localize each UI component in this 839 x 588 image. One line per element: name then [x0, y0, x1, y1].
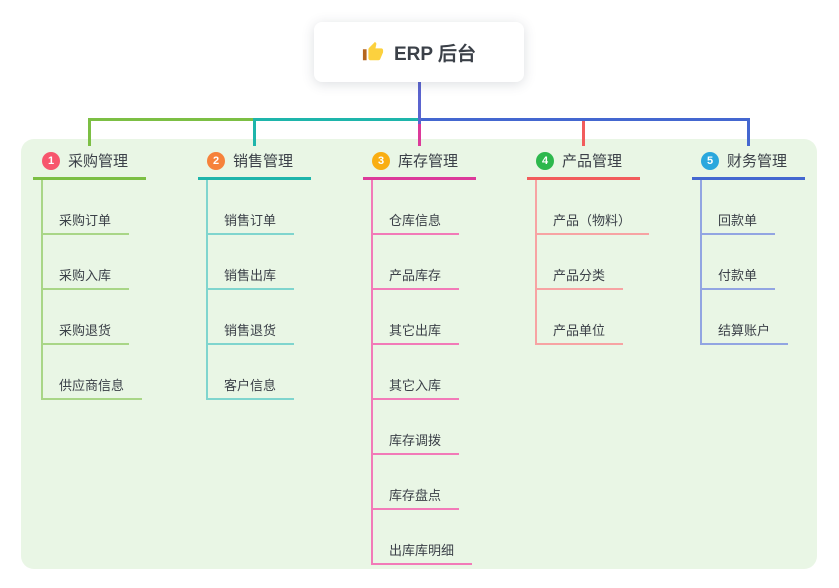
child-row: 销售退货 — [208, 290, 311, 345]
child-row: 供应商信息 — [43, 345, 146, 400]
branch-5-node[interactable]: 5 财务管理 — [692, 148, 805, 180]
child-row: 产品（物料） — [537, 180, 650, 235]
child-node-4-2[interactable]: 产品分类 — [537, 265, 624, 290]
child-row: 销售订单 — [208, 180, 311, 235]
child-row: 其它出库 — [373, 290, 476, 345]
child-row: 库存调拨 — [373, 400, 476, 455]
branch-label: 财务管理 — [727, 153, 788, 170]
branch-2-node[interactable]: 2 销售管理 — [198, 148, 311, 180]
child-row: 客户信息 — [208, 345, 311, 400]
branch-label: 库存管理 — [398, 153, 459, 170]
child-row: 回款单 — [702, 180, 805, 235]
branch-3-node[interactable]: 3 库存管理 — [363, 148, 476, 180]
connector-drop-branch-1 — [88, 118, 91, 146]
branch-label: 销售管理 — [233, 153, 294, 170]
branch-5: 5 财务管理回款单付款单结算账户 — [692, 148, 805, 345]
branch-1: 1 采购管理采购订单采购入库采购退货供应商信息 — [33, 148, 146, 400]
child-node-1-4[interactable]: 供应商信息 — [43, 375, 143, 400]
child-node-5-1[interactable]: 回款单 — [702, 210, 776, 235]
child-row: 仓库信息 — [373, 180, 476, 235]
child-node-2-4[interactable]: 客户信息 — [208, 375, 295, 400]
child-row: 产品单位 — [537, 290, 649, 345]
child-node-3-6[interactable]: 库存盘点 — [373, 485, 460, 510]
child-node-3-1[interactable]: 仓库信息 — [373, 210, 460, 235]
priority-badge: 1 — [42, 151, 60, 170]
branch-4: 4 产品管理产品（物料） 产品分类产品单位 — [527, 148, 650, 345]
branch-3: 3 库存管理仓库信息产品库存其它出库其它入库库存调拨库存盘点出库库明细 — [363, 148, 476, 565]
branch-label: 产品管理 — [562, 153, 623, 170]
child-node-3-7[interactable]: 出库库明细 — [373, 540, 473, 565]
root-node[interactable]: ERP 后台 — [314, 22, 524, 82]
connector-drop-branch-4 — [582, 118, 585, 146]
connector-drop-branch-2 — [253, 118, 256, 146]
child-row: 付款单 — [702, 235, 805, 290]
child-node-2-3[interactable]: 销售退货 — [208, 320, 295, 345]
child-node-5-3[interactable]: 结算账户 — [702, 320, 789, 345]
branch-4-node[interactable]: 4 产品管理 — [527, 148, 640, 180]
child-row: 结算账户 — [702, 290, 805, 345]
child-row: 销售出库 — [208, 235, 311, 290]
child-node-4-3[interactable]: 产品单位 — [537, 320, 624, 345]
child-node-4-1[interactable]: 产品（物料） — [537, 210, 650, 235]
child-row: 采购入库 — [43, 235, 146, 290]
child-node-1-1[interactable]: 采购订单 — [43, 210, 130, 235]
priority-badge: 2 — [207, 151, 225, 170]
connector-rail-mid-teal — [253, 118, 421, 121]
branch-1-node[interactable]: 1 采购管理 — [33, 148, 146, 180]
connector-drop-branch-5 — [747, 118, 750, 146]
child-row: 其它入库 — [373, 345, 476, 400]
child-row: 库存盘点 — [373, 455, 476, 510]
child-node-2-2[interactable]: 销售出库 — [208, 265, 295, 290]
branch-1-children: 采购订单采购入库采购退货供应商信息 — [41, 180, 146, 400]
connector-drop-branch-3 — [418, 118, 421, 146]
priority-badge: 3 — [372, 151, 390, 170]
branch-4-children: 产品（物料） 产品分类产品单位 — [535, 180, 650, 345]
connector-rail-left-green — [88, 118, 256, 121]
child-row: 出库库明细 — [373, 510, 476, 565]
root-node-label: ERP 后台 — [393, 43, 476, 65]
child-node-1-2[interactable]: 采购入库 — [43, 265, 130, 290]
child-row: 产品库存 — [373, 235, 476, 290]
branch-3-children: 仓库信息产品库存其它出库其它入库库存调拨库存盘点出库库明细 — [371, 180, 476, 565]
child-node-3-5[interactable]: 库存调拨 — [373, 430, 460, 455]
branch-5-children: 回款单付款单结算账户 — [700, 180, 805, 345]
connector-root-line — [418, 82, 421, 124]
priority-badge: 4 — [536, 151, 554, 170]
child-row: 采购订单 — [43, 180, 146, 235]
child-row: 产品分类 — [537, 235, 649, 290]
child-node-5-2[interactable]: 付款单 — [702, 265, 776, 290]
branch-2: 2 销售管理销售订单销售出库销售退货客户信息 — [198, 148, 311, 400]
child-node-1-3[interactable]: 采购退货 — [43, 320, 130, 345]
child-node-2-1[interactable]: 销售订单 — [208, 210, 295, 235]
thumbs-up-icon — [362, 41, 384, 63]
child-node-3-3[interactable]: 其它出库 — [373, 320, 460, 345]
child-node-3-4[interactable]: 其它入库 — [373, 375, 460, 400]
branch-label: 采购管理 — [68, 153, 129, 170]
priority-badge: 5 — [701, 151, 719, 170]
connector-rail-right-blue — [418, 118, 750, 121]
canvas-panel — [21, 139, 817, 569]
branch-2-children: 销售订单销售出库销售退货客户信息 — [206, 180, 311, 400]
child-node-3-2[interactable]: 产品库存 — [373, 265, 460, 290]
child-row: 采购退货 — [43, 290, 146, 345]
